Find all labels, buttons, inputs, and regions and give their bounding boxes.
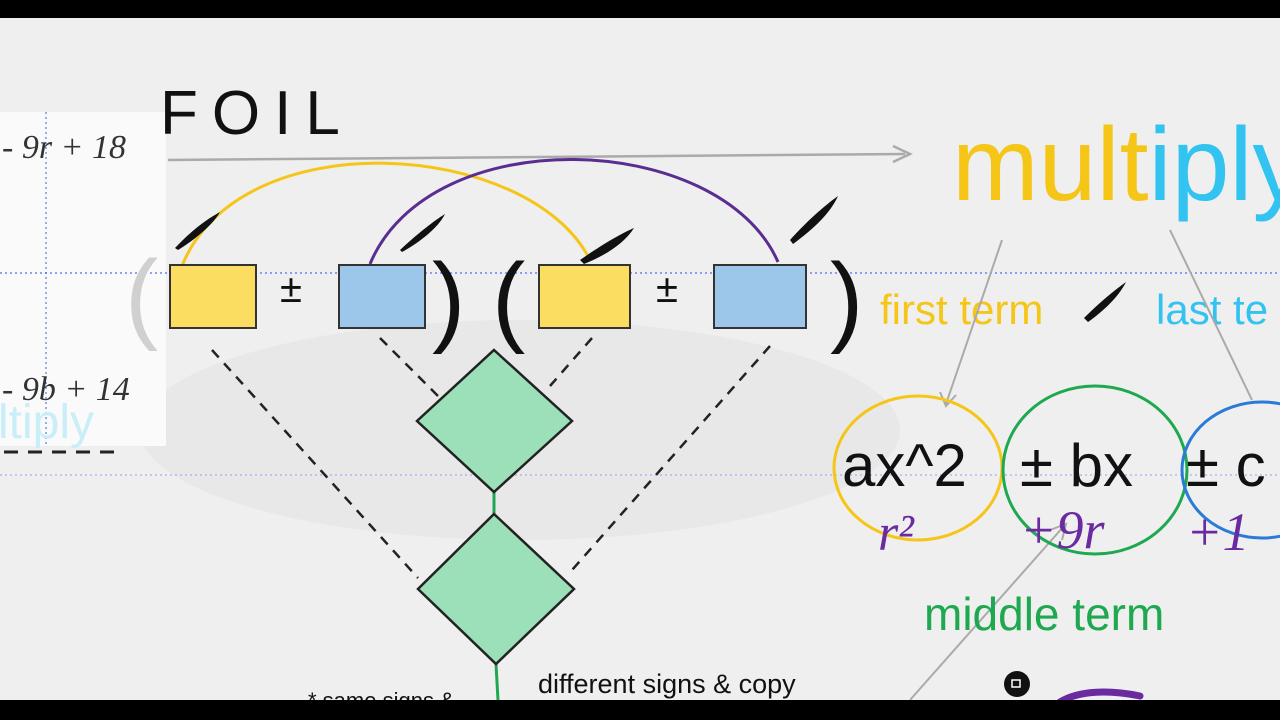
close-paren-2: ) (830, 243, 863, 355)
operator-2: ± (656, 267, 678, 311)
arrow-head (892, 144, 913, 164)
first-term-box-1 (169, 264, 257, 329)
last-term-circle (1180, 400, 1280, 540)
close-paren-1: ) (432, 243, 465, 355)
first-terms-arc (180, 161, 592, 267)
arrow-last-term (1169, 229, 1253, 401)
check-stroke-3 (580, 228, 634, 264)
check-stroke-5 (1084, 282, 1126, 322)
middle-term-circle (1001, 384, 1189, 556)
handwritten-r-squared: r² (878, 505, 915, 562)
different-signs-note: different signs & copy (538, 669, 796, 699)
equation-top: - 9r + 18 (2, 129, 126, 166)
arrow-middle-head (1049, 522, 1068, 541)
dash-line-outer-left (211, 349, 419, 579)
letterbox-bottom (0, 700, 1280, 720)
first-term-box-2 (538, 264, 631, 329)
pen-cursor-glyph (1011, 679, 1021, 688)
faded-multiply-text: ltiply (0, 396, 94, 449)
expression-ax2: ax^2 (842, 432, 967, 499)
open-paren-2: ( (492, 243, 525, 355)
purple-ink-stroke (1056, 688, 1144, 706)
second-term-box-2 (713, 264, 807, 329)
product-diamond-top (415, 348, 574, 494)
expression-c: ± c (1186, 432, 1266, 499)
handwritten-plus-one: +1 (1186, 502, 1249, 562)
equation-snippet-panel (0, 112, 166, 446)
check-stroke-4 (790, 196, 838, 244)
last-term-label: last te (1156, 286, 1268, 333)
arrow-middle-term (909, 525, 1065, 701)
second-term-box-1 (338, 264, 426, 329)
arrow-first-term (945, 239, 1003, 405)
arrow-first-head (939, 391, 957, 408)
open-paren-1: ( (125, 240, 158, 352)
diamond-stem (494, 663, 500, 701)
pen-cursor-icon (1004, 671, 1030, 697)
arrow-to-multiply (167, 152, 906, 162)
expression-bx: ± bx (1020, 432, 1133, 499)
dash-line-inner-left (379, 337, 441, 399)
middle-term-label: middle term (924, 588, 1164, 640)
dash-line-outer-right (571, 345, 771, 571)
check-stroke-1 (175, 212, 220, 250)
handwritten-nine-r: +9r (1020, 500, 1105, 560)
outer-terms-arc (368, 158, 780, 265)
operator-1: ± (280, 267, 302, 311)
first-term-label: first term (880, 286, 1043, 333)
check-stroke-2 (400, 214, 445, 252)
product-diamond-bottom (416, 512, 576, 666)
equation-bottom: - 9b + 14 (2, 371, 130, 408)
multiply-word: multiply (952, 107, 1280, 223)
foil-title: FOIL (160, 79, 354, 148)
